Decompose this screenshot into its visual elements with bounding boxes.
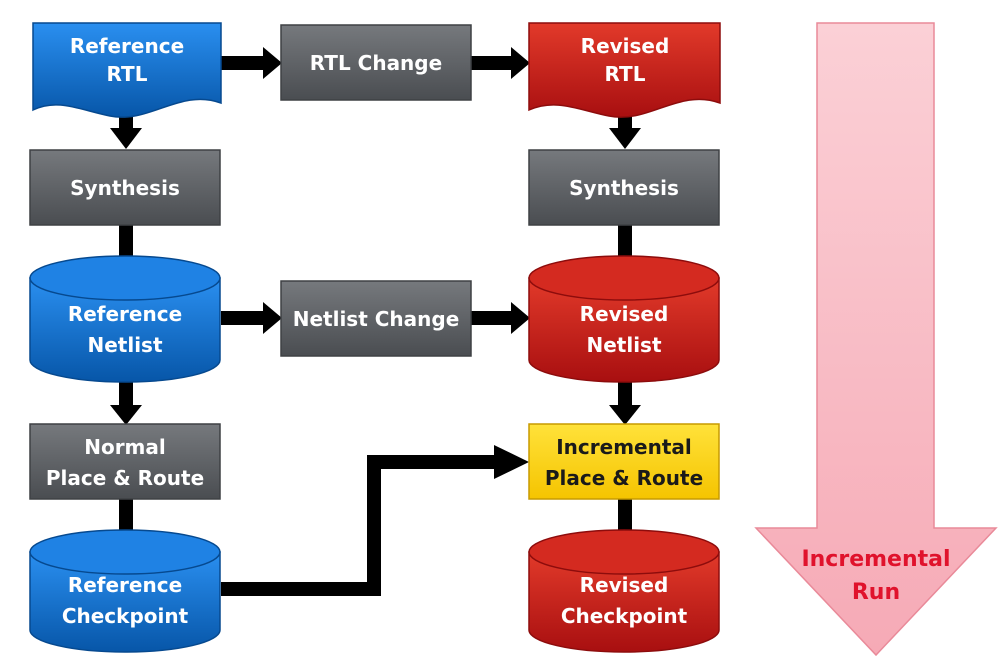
incremental-run-arrow: Incremental Run [754, 22, 998, 657]
revised-netlist-label-1: Revised [580, 302, 669, 326]
revised-checkpoint-label-1: Revised [580, 573, 669, 597]
arrow-netlist-change-to-revised-netlist [471, 302, 530, 334]
revised-rtl-label-2: RTL [605, 62, 646, 86]
reference-netlist-node: Reference Netlist [29, 255, 221, 383]
revised-rtl-label-1: Revised [581, 34, 670, 58]
reference-rtl-node: Reference RTL [32, 22, 222, 118]
arrow-rtl-change-to-revised-rtl [471, 47, 530, 79]
normal-place-route-label-1: Normal [84, 435, 166, 459]
reference-checkpoint-node: Reference Checkpoint [29, 529, 221, 653]
arrow-ref-checkpoint-to-incremental-pr [221, 445, 529, 596]
revised-rtl-node: Revised RTL [528, 22, 721, 118]
incremental-place-route-label-1: Incremental [556, 435, 692, 459]
revised-checkpoint-node: Revised Checkpoint [528, 529, 720, 653]
netlist-change-node: Netlist Change [280, 280, 472, 357]
rtl-change-node: RTL Change [280, 24, 472, 101]
synthesis-left-label: Synthesis [70, 176, 180, 200]
reference-rtl-label-2: RTL [107, 62, 148, 86]
revised-netlist-label-2: Netlist [586, 333, 661, 357]
synthesis-right-node: Synthesis [528, 149, 720, 226]
revised-checkpoint-label-2: Checkpoint [561, 604, 688, 628]
incremental-run-label-1: Incremental [801, 547, 950, 572]
reference-netlist-label-1: Reference [68, 302, 182, 326]
arrow-ref-netlist-to-netlist-change [221, 302, 282, 334]
arrow-revised-netlist-to-incremental-pr [609, 380, 641, 425]
revised-netlist-node: Revised Netlist [528, 255, 720, 383]
incremental-run-label-2: Run [852, 580, 900, 605]
arrow-ref-netlist-to-normal-pr [110, 380, 142, 425]
synthesis-right-label: Synthesis [569, 176, 679, 200]
reference-netlist-label-2: Netlist [87, 333, 162, 357]
normal-place-route-label-2: Place & Route [46, 466, 204, 490]
reference-rtl-label-1: Reference [70, 34, 184, 58]
rtl-change-label: RTL Change [310, 51, 442, 75]
reference-checkpoint-label-2: Checkpoint [62, 604, 189, 628]
incremental-place-route-label-2: Place & Route [545, 466, 703, 490]
arrow-ref-rtl-to-rtl-change [221, 47, 282, 79]
reference-checkpoint-label-1: Reference [68, 573, 182, 597]
netlist-change-label: Netlist Change [293, 307, 460, 331]
incremental-place-route-node: Incremental Place & Route [528, 423, 720, 500]
normal-place-route-node: Normal Place & Route [29, 423, 221, 500]
synthesis-left-node: Synthesis [29, 149, 221, 226]
